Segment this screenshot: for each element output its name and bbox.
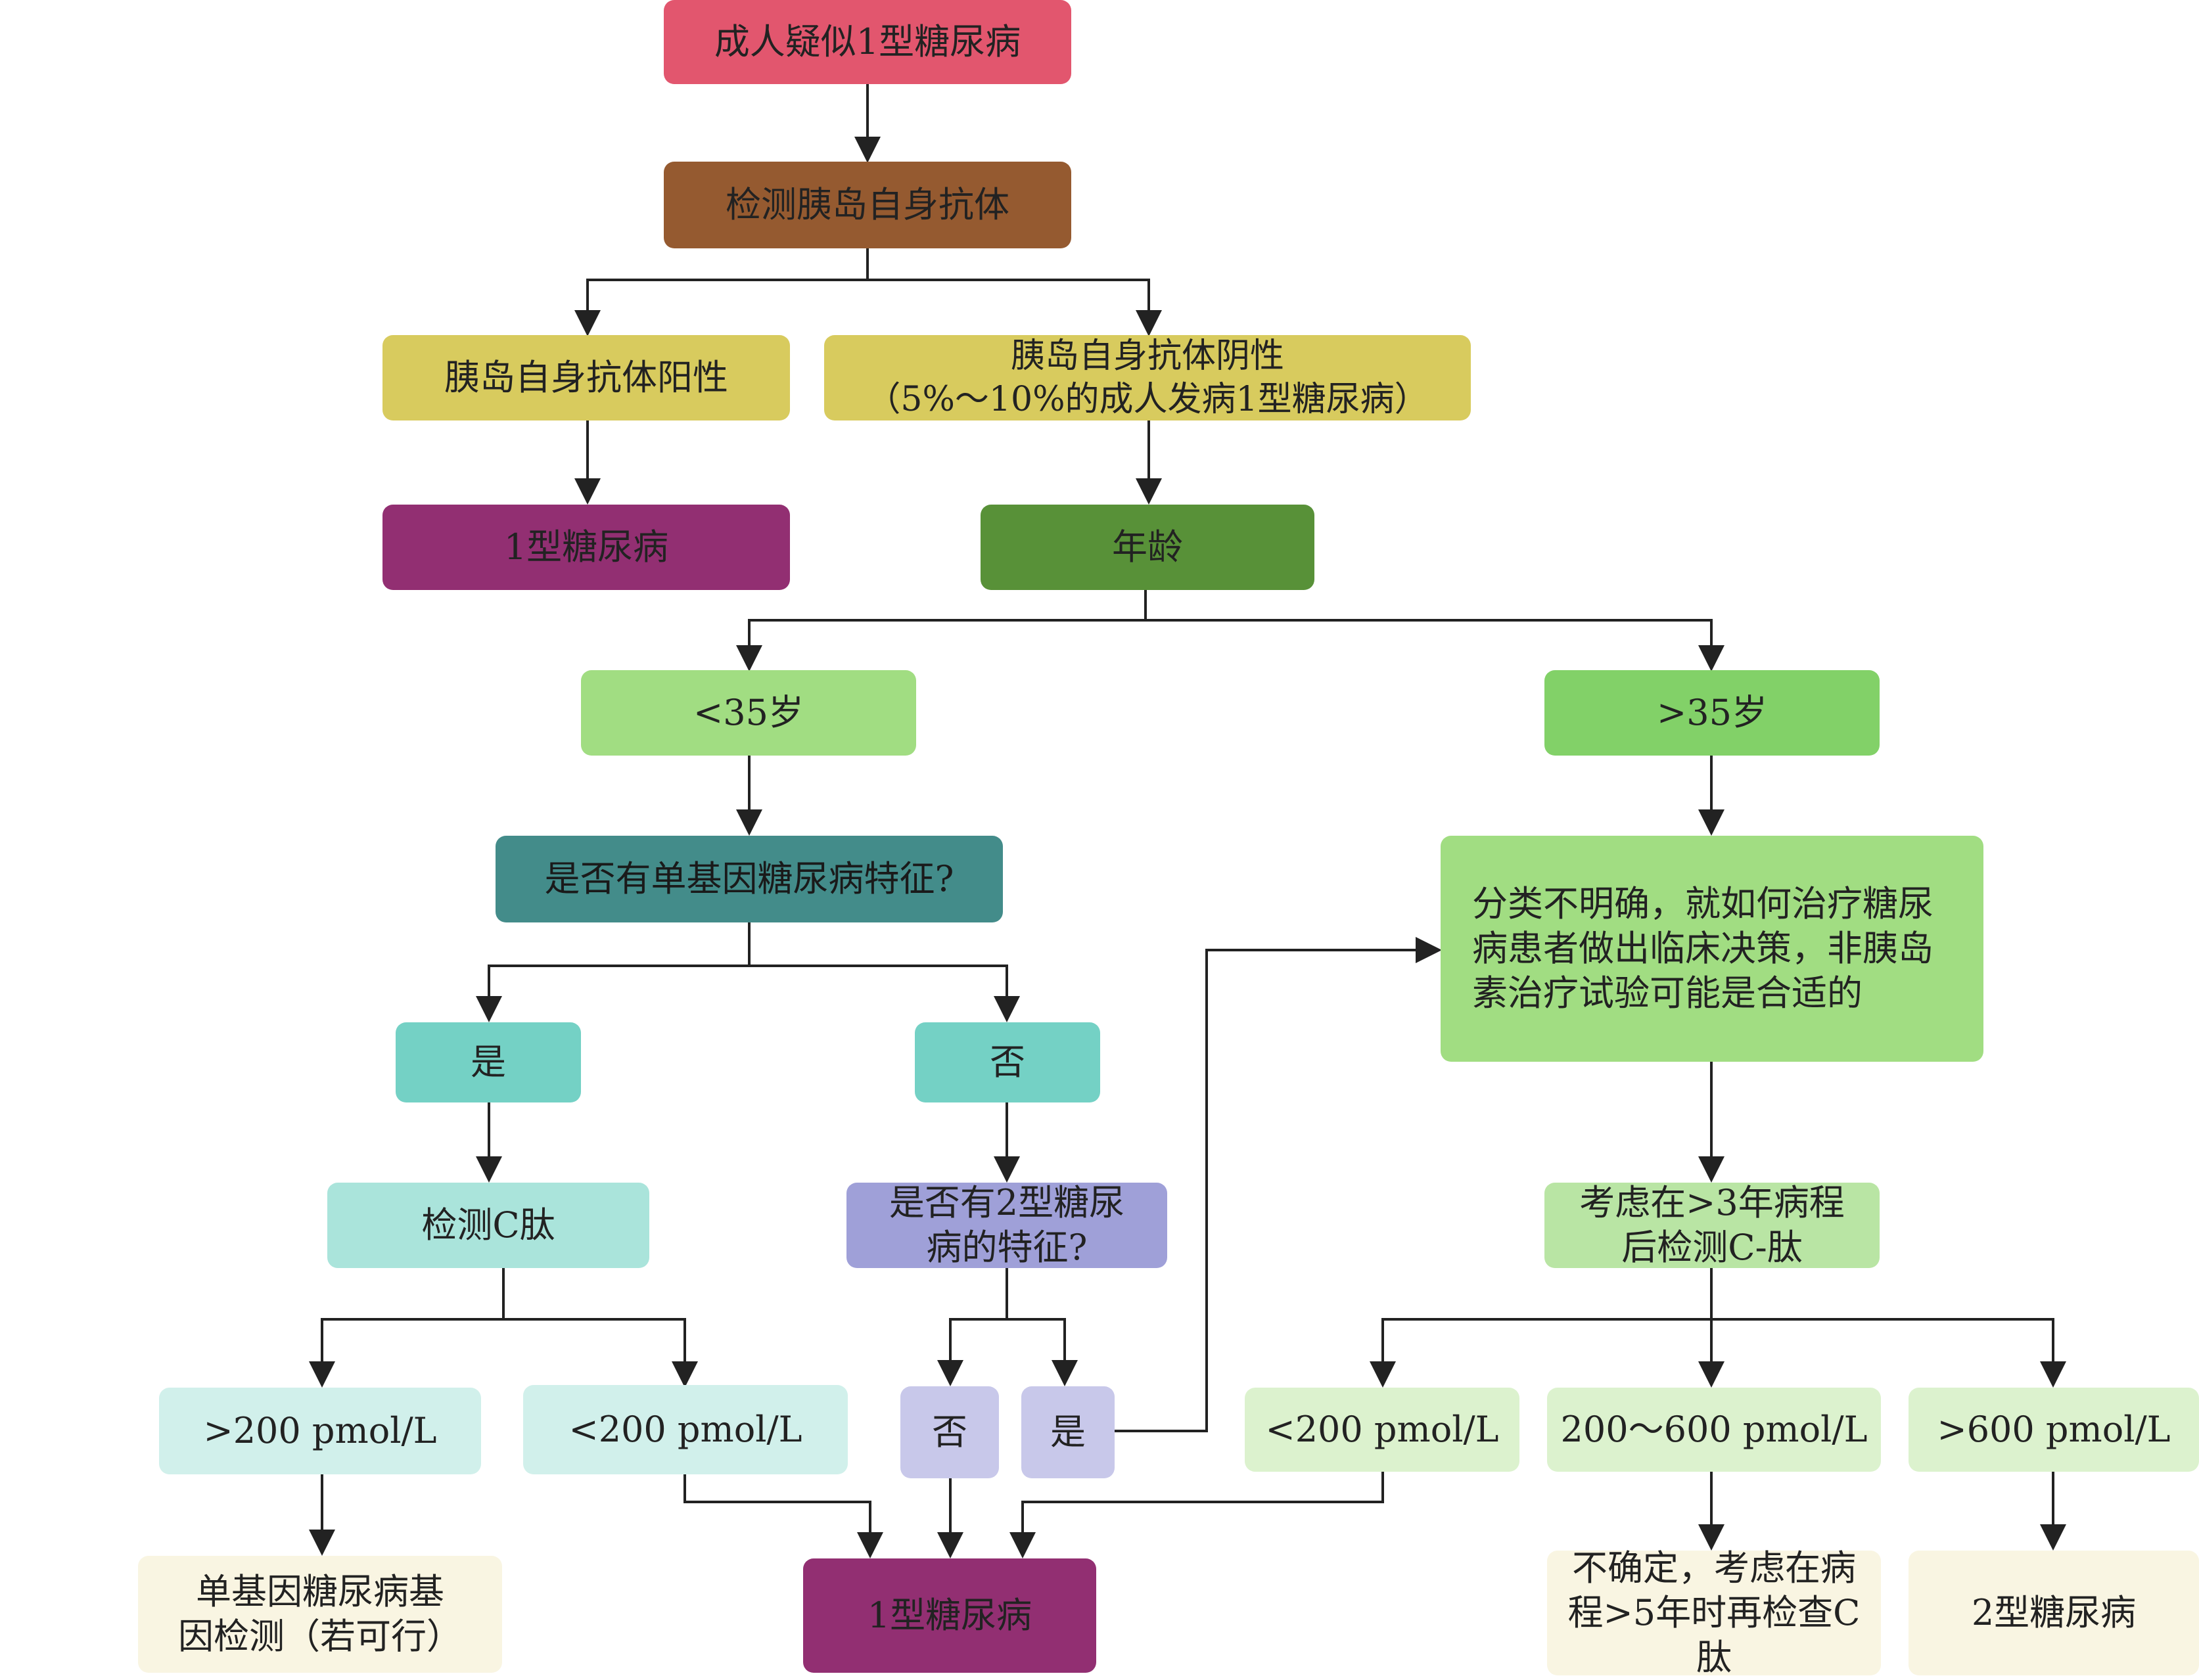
node-antibody-positive-label: 胰岛自身抗体阳性 (444, 357, 728, 398)
node-c-peptide-later-label: 考虑在>3年病程 后检测C-肽 (1579, 1182, 1845, 1268)
edge-t2dq-yes (1007, 1318, 1078, 1386)
edge-cpep-lt200 (503, 1318, 698, 1388)
node-type2-label: 2型糖尿病 (1971, 1592, 2137, 1633)
node-age: 年龄 (981, 505, 1314, 590)
node-type2: 2型糖尿病 (1909, 1551, 2199, 1675)
node-over35-label: >35岁 (1657, 692, 1767, 733)
node-200-600: 200～600 pmol/L (1547, 1388, 1881, 1472)
node-antibody-positive: 胰岛自身抗体阳性 (382, 335, 790, 420)
node-c-peptide-later: 考虑在>3年病程 后检测C-肽 (1544, 1182, 1880, 1268)
node-uncertain-label: 不确定，考虑在病 程>5年时再检查C肽 (1567, 1547, 1861, 1678)
node-antibody-negative-label: 胰岛自身抗体阴性 （5%～10%的成人发病1型糖尿病） (866, 336, 1429, 419)
node-monogenic-question-label: 是否有单基因糖尿病特征? (544, 858, 954, 899)
edge-mono-no (749, 965, 1020, 1022)
node-yes-type2-label: 是 (1050, 1411, 1086, 1453)
edge-later-lt200 (1370, 1268, 1713, 1388)
edge-age-over (1146, 619, 1724, 671)
node-test-c-peptide-label: 检测C肽 (421, 1204, 555, 1246)
node-gt600-label: >600 pmol/L (1937, 1409, 2171, 1450)
edge-mono-yes (476, 922, 751, 1022)
node-genetic-testing-label: 单基因糖尿病基 因检测（若可行） (178, 1571, 462, 1657)
node-no-monogenic-label: 否 (990, 1041, 1025, 1083)
node-lt200-left: <200 pmol/L (523, 1385, 848, 1474)
node-200-600-label: 200～600 pmol/L (1560, 1409, 1868, 1450)
edge-test-split (574, 248, 869, 336)
edge-test-neg (868, 279, 1162, 336)
node-type1-bottom: 1型糖尿病 (803, 1558, 1096, 1673)
node-type1-top-label: 1型糖尿病 (503, 526, 669, 568)
node-uncertain: 不确定，考虑在病 程>5年时再检查C肽 (1547, 1547, 1881, 1678)
node-over35: >35岁 (1544, 670, 1880, 756)
edge-cpep-gt200 (309, 1268, 505, 1388)
edge-later-gt600 (1711, 1318, 2066, 1388)
node-start-label: 成人疑似1型糖尿病 (714, 21, 1021, 62)
node-lt200-right-label: <200 pmol/L (1265, 1409, 1499, 1450)
node-type1-bottom-label: 1型糖尿病 (867, 1595, 1032, 1636)
node-type2-question: 是否有2型糖尿 病的特征? (846, 1182, 1167, 1268)
node-test-c-peptide: 检测C肽 (327, 1183, 649, 1268)
node-antibody-test: 检测胰岛自身抗体 (664, 162, 1071, 248)
node-yes-monogenic-label: 是 (471, 1041, 506, 1083)
node-type2-question-label: 是否有2型糖尿 病的特征? (889, 1182, 1125, 1268)
node-gt200: >200 pmol/L (159, 1388, 481, 1474)
node-monogenic-question: 是否有单基因糖尿病特征? (496, 836, 1003, 922)
edge-lt200b-t1d (1009, 1472, 1384, 1558)
node-lt200-left-label: <200 pmol/L (568, 1409, 802, 1450)
node-type1-top: 1型糖尿病 (382, 505, 790, 590)
node-no-monogenic: 否 (915, 1022, 1100, 1102)
node-unclear-classification-label: 分类不明确，就如何治疗糖尿 病患者做出临床决策，非胰岛 素治疗试验可能是合适的 (1472, 883, 1933, 1014)
edge-yes2-unclear (1115, 937, 1442, 1432)
node-no-type2-label: 否 (932, 1411, 967, 1453)
node-yes-type2: 是 (1021, 1386, 1115, 1478)
node-start: 成人疑似1型糖尿病 (664, 0, 1071, 84)
node-under35-label: <35岁 (693, 692, 804, 733)
node-antibody-test-label: 检测胰岛自身抗体 (726, 184, 1009, 225)
node-yes-monogenic: 是 (396, 1022, 581, 1102)
node-gt600: >600 pmol/L (1909, 1388, 2199, 1472)
edge-lt200a-t1d (683, 1474, 883, 1558)
node-genetic-testing: 单基因糖尿病基 因检测（若可行） (138, 1556, 502, 1673)
node-lt200-right: <200 pmol/L (1245, 1388, 1519, 1472)
edge-t2dq-no (937, 1268, 1008, 1386)
node-under35: <35岁 (581, 670, 916, 756)
edge-age-under (736, 590, 1147, 671)
node-gt200-label: >200 pmol/L (203, 1410, 437, 1451)
node-no-type2: 否 (900, 1386, 999, 1478)
node-unclear-classification: 分类不明确，就如何治疗糖尿 病患者做出临床决策，非胰岛 素治疗试验可能是合适的 (1441, 836, 1983, 1062)
node-age-label: 年龄 (1112, 526, 1183, 568)
node-antibody-negative: 胰岛自身抗体阴性 （5%～10%的成人发病1型糖尿病） (824, 335, 1471, 420)
